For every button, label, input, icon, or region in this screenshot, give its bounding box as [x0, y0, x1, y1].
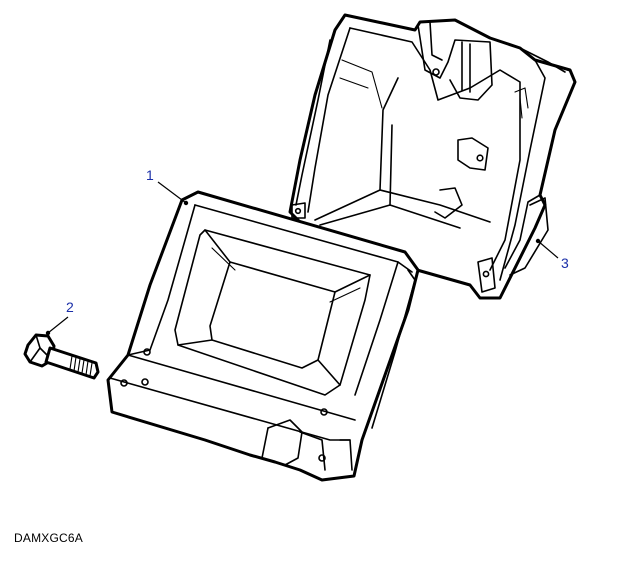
callout-1-label: 1: [146, 167, 154, 183]
leader-dot-1: [183, 200, 189, 206]
callout-2-label: 2: [66, 299, 74, 315]
leader-dot-2: [45, 330, 51, 336]
bolt-part: [23, 333, 100, 380]
leader-dot-3: [535, 238, 541, 244]
leader-line-1: [157, 181, 187, 204]
control-module-part: [106, 190, 420, 482]
callout-3-label: 3: [561, 255, 569, 271]
leader-lines: [45, 181, 559, 336]
leader-line-2: [47, 316, 69, 334]
figure-code: DAMXGC6A: [14, 531, 83, 545]
mounting-bracket-part: [288, 13, 577, 300]
leader-line-3: [537, 240, 559, 259]
